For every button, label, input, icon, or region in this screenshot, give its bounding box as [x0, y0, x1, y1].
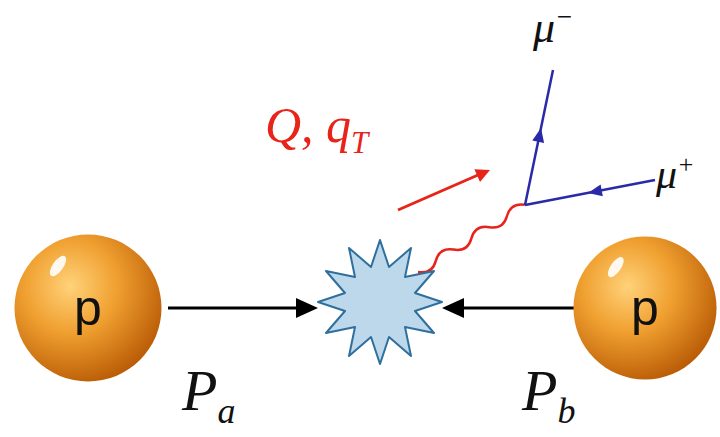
photon-line [418, 204, 525, 272]
proton-node: p [13, 233, 163, 383]
arrow-head [588, 185, 603, 197]
physics-label: Pb [522, 362, 575, 430]
muon-line [525, 180, 655, 205]
proton-label: p [631, 283, 659, 333]
proton-label: p [74, 283, 102, 333]
physics-label: μ+ [656, 152, 695, 195]
physics-label: Pa [182, 362, 235, 430]
arrow-head [442, 298, 464, 318]
physics-label: Q, qT [265, 100, 368, 158]
beam-line [462, 307, 575, 310]
physics-label: μ− [533, 4, 574, 50]
proton-node: p [572, 235, 718, 381]
beam-line [168, 307, 298, 310]
muon-line [525, 70, 553, 205]
arrow-head [532, 128, 544, 143]
collision-star [318, 240, 442, 364]
arrow-head [474, 169, 490, 182]
momentum-arrow [398, 175, 478, 210]
arrow-head [296, 298, 318, 318]
